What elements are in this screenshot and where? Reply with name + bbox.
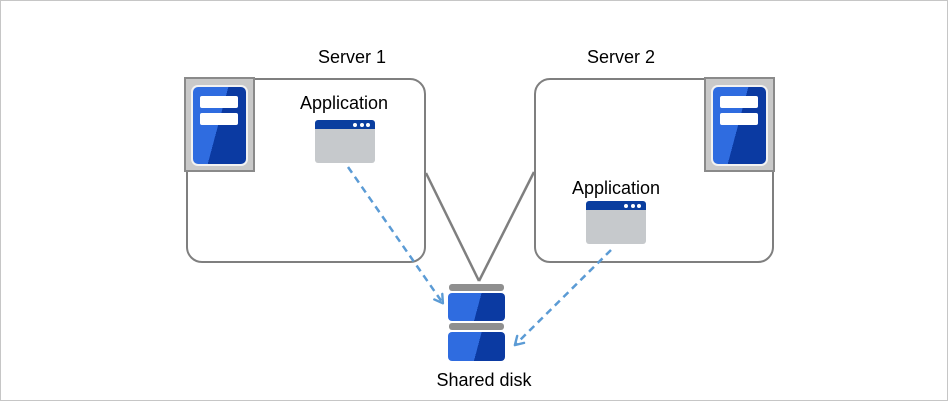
server2-label: Server 2 <box>586 47 656 67</box>
disk-platter <box>448 332 505 361</box>
window-dot-icon <box>366 122 370 127</box>
disk-cap <box>449 284 504 291</box>
server1-label: Server 1 <box>317 47 387 67</box>
window-dot-icon <box>624 203 628 208</box>
application1-window-icon <box>315 120 375 163</box>
window-body <box>586 210 646 244</box>
server-drive-bay <box>200 113 238 125</box>
window-titlebar <box>586 201 646 210</box>
shared-disk-icon <box>448 284 505 362</box>
disk-cap <box>449 323 504 330</box>
window-body <box>315 129 375 163</box>
connector-server2-to-disk <box>477 171 536 282</box>
window-titlebar <box>315 120 375 129</box>
server-drive-bay <box>200 96 238 108</box>
window-dot-icon <box>630 203 635 208</box>
shared-disk-label: Shared disk <box>436 370 532 390</box>
server-drive-bay <box>720 113 758 125</box>
disk-platter <box>448 293 505 321</box>
dashed-arrow-app2-to-disk <box>513 249 612 347</box>
server2-host-icon <box>704 77 775 172</box>
server-drive-bay <box>720 96 758 108</box>
server-tower-icon <box>711 85 768 166</box>
window-dot-icon <box>359 122 364 127</box>
window-dot-icon <box>637 203 641 208</box>
connector-server1-to-disk <box>424 172 481 282</box>
application2-window-icon <box>586 201 646 244</box>
window-dot-icon <box>353 122 357 127</box>
server1-host-icon <box>184 77 255 172</box>
application2-label: Application <box>571 178 661 198</box>
server-tower-icon <box>191 85 248 166</box>
application1-label: Application <box>299 93 389 113</box>
